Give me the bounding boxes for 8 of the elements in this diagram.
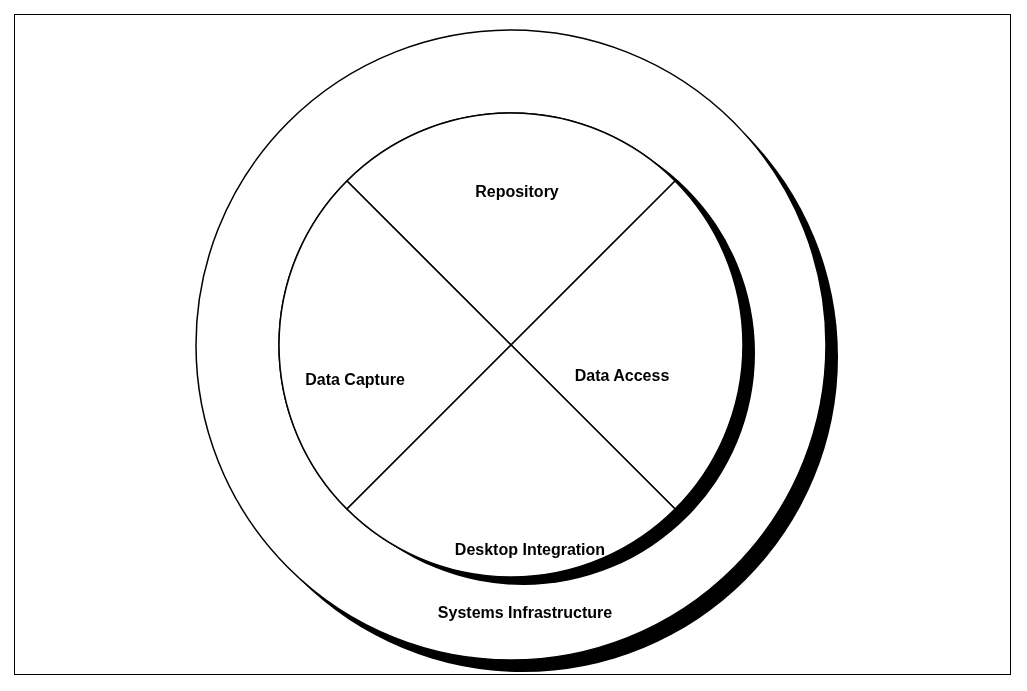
quadrant-segment — [346, 113, 676, 345]
segment-label: Repository — [475, 183, 559, 201]
segment-label: Data Capture — [305, 371, 405, 389]
ring-label: Systems Infrastructure — [437, 604, 613, 622]
segment-label: Desktop Integration — [454, 541, 606, 559]
outer-ring — [196, 30, 840, 674]
quadrant-segment — [346, 345, 676, 577]
segment-label: Data Access — [574, 367, 670, 385]
